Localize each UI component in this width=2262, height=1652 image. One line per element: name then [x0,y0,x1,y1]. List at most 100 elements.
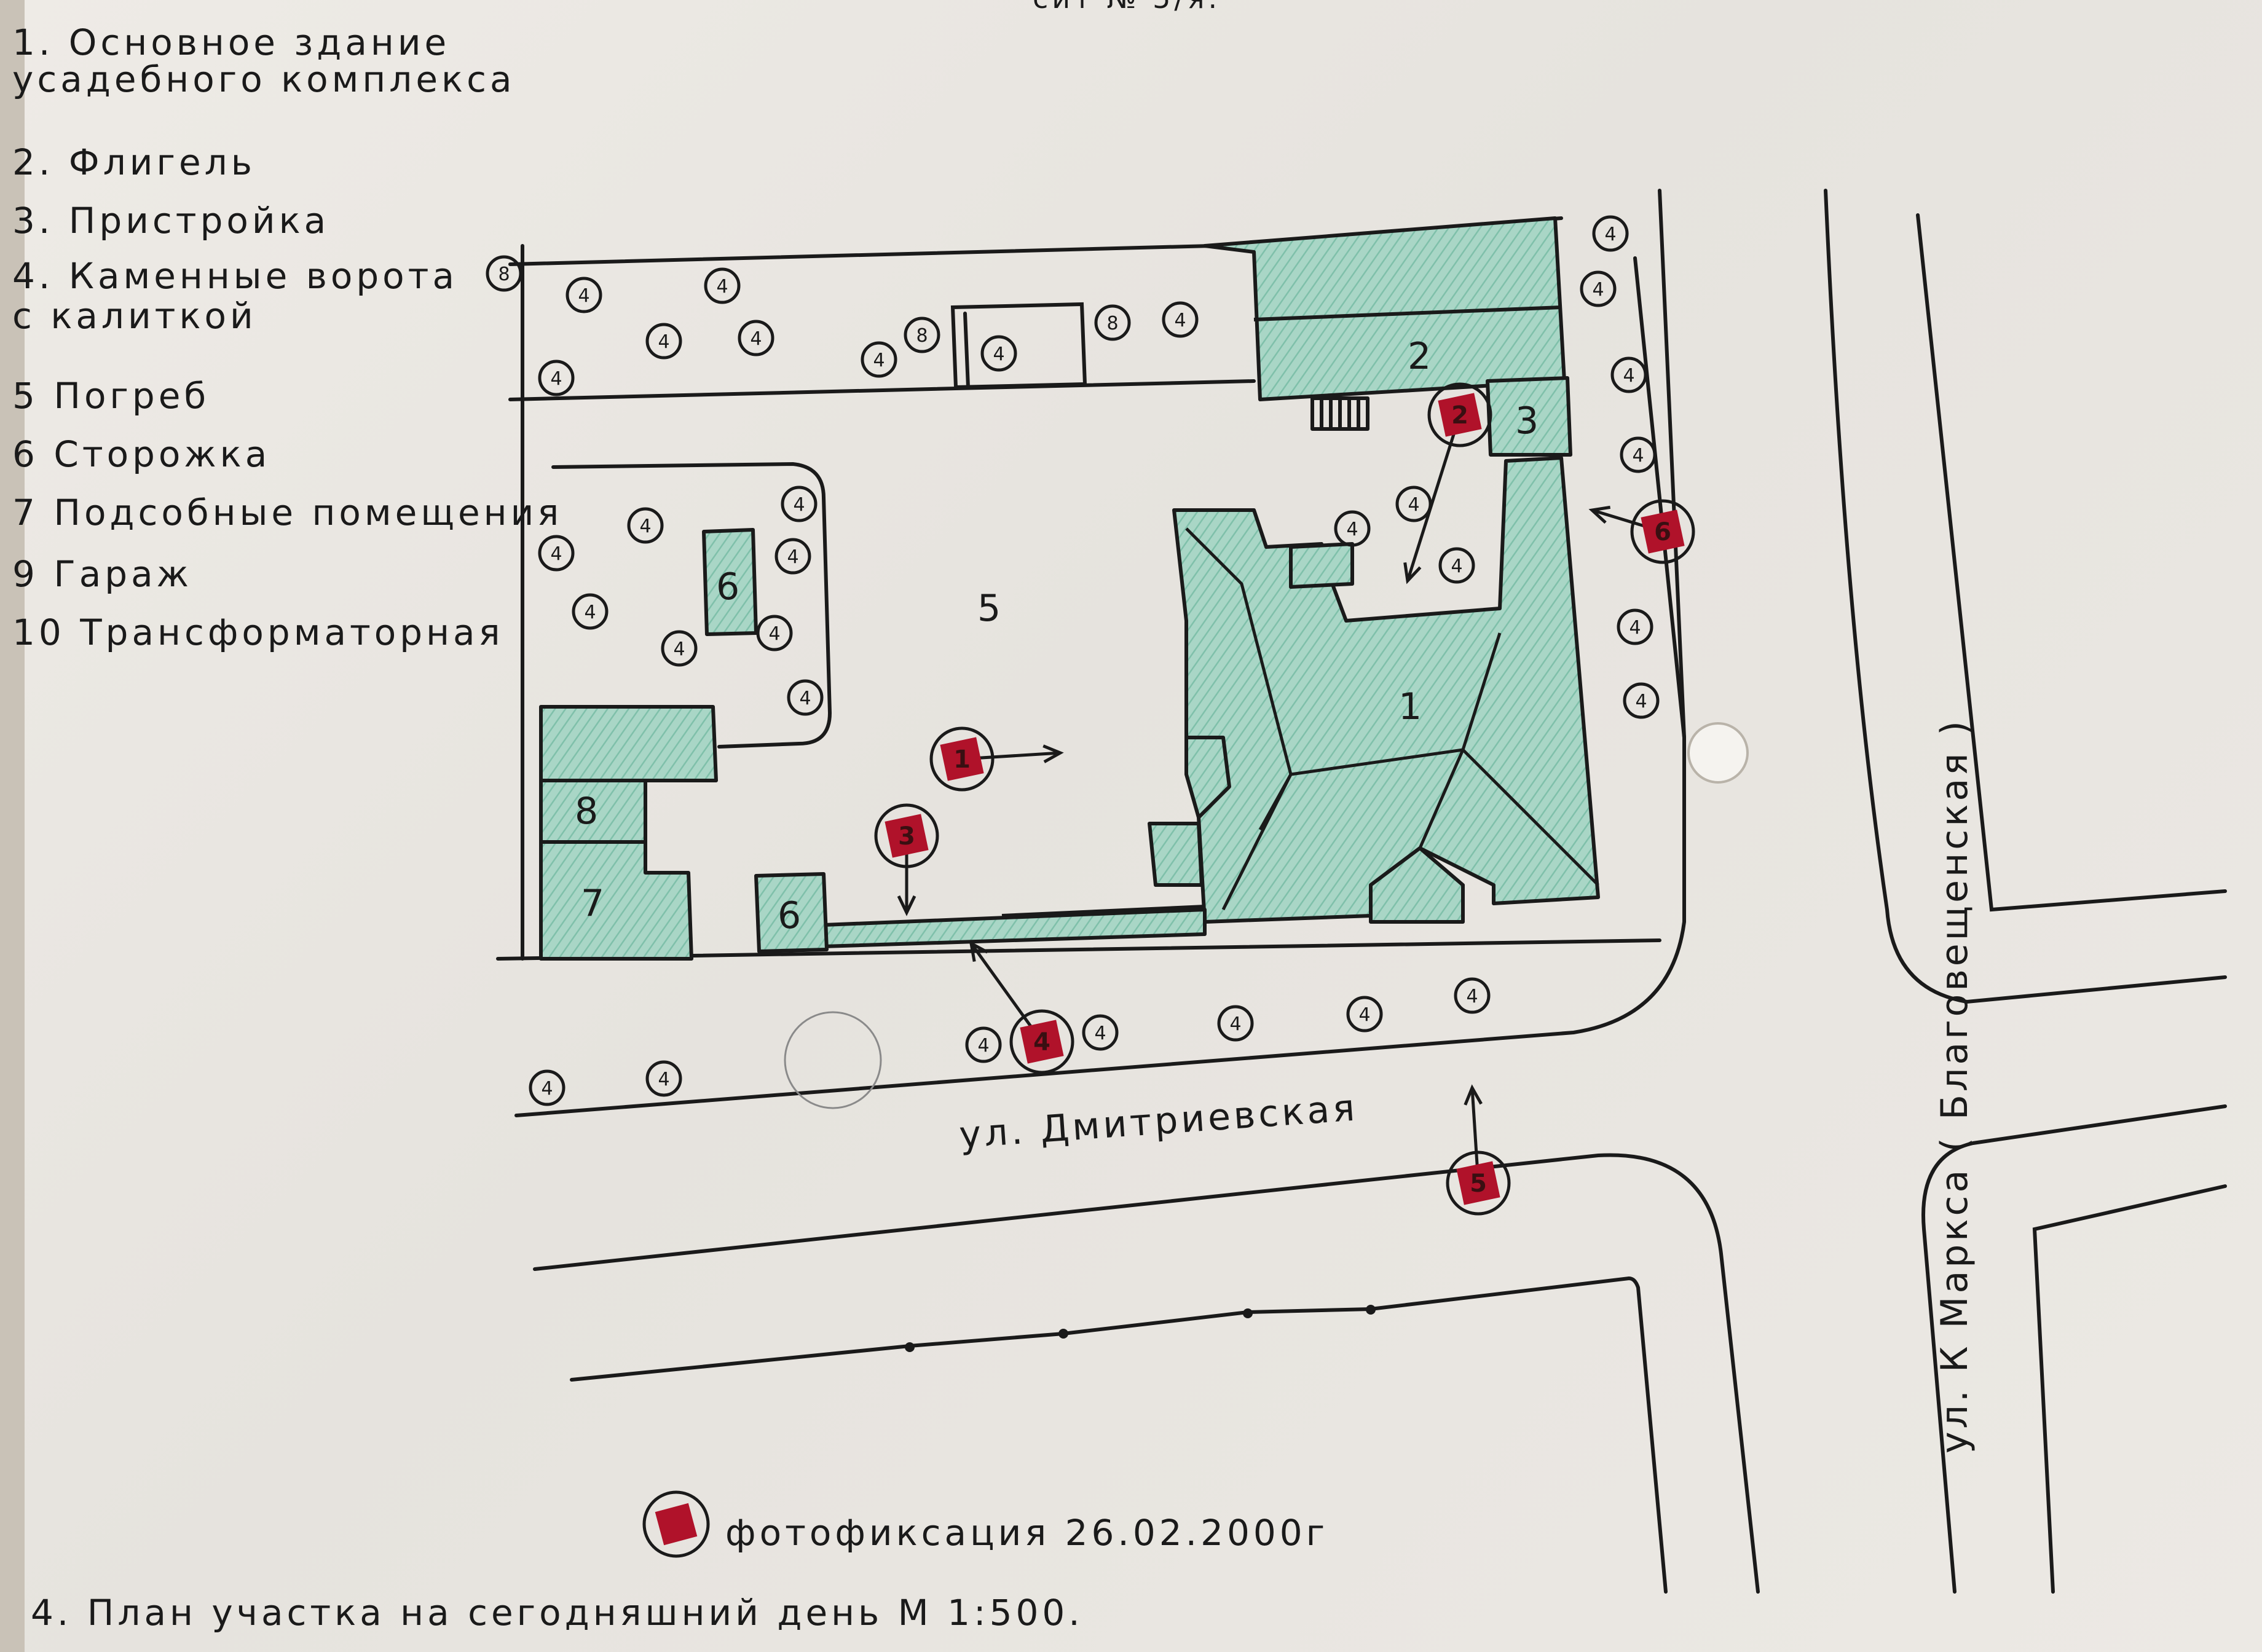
dmitrievskaya-south-curb [533,1153,1760,1594]
legend-item-9: 9 Гараж [12,553,192,595]
label-aux-a: 8 [575,790,598,833]
header-fragment: сит № 5/я. [1033,0,1221,15]
tree-marker-label: 4 [750,328,762,350]
tree-marker-label: 8 [1106,313,1118,334]
tree-marker: 4 [1620,436,1657,473]
tree-marker: 4 [980,335,1017,372]
tree-marker: 4 [774,538,811,575]
legend-item-2: 2. Флигель [12,141,256,183]
photo-point-label: 2 [1451,401,1468,430]
tree-marker-label: 4 [550,543,562,565]
legend-item-4: 4. Каменные ворота [12,255,458,297]
tree-marker-label: 4 [541,1078,553,1099]
marx-east-curb-north [1824,189,2227,1004]
tree-marker: 4 [704,267,741,304]
tree-marker: 4 [1346,996,1383,1032]
tree-marker: 4 [787,679,824,716]
tree-marker-label: 4 [584,602,596,623]
tree-marker-label: 4 [1635,691,1647,712]
building-lodge-garden [702,528,758,636]
legend-item-3: 3. Пристройка [12,200,330,242]
tree-marker-label: 8 [498,264,510,285]
marx-east-block-north [1916,213,2227,912]
label-wing: 2 [1408,335,1431,378]
tree-marker: 4 [756,615,793,651]
label-aux-b: 7 [581,882,604,925]
photo-point-label: 5 [1470,1170,1487,1198]
tree-marker: 4 [1334,510,1371,547]
tree-marker-label: 4 [799,688,811,709]
label-cellar: 5 [977,587,1001,630]
photo-point: 4 [969,940,1074,1074]
tree-marker-label: 4 [1094,1023,1106,1044]
tree-marker: 4 [1082,1014,1119,1051]
tree-marker-label: 4 [793,494,805,516]
tree-marker: 4 [861,341,897,378]
street-lines [514,189,2227,1594]
tree-marker: 4 [572,593,609,630]
legend-item-4b: с калиткой [12,295,257,337]
east-boundary [1633,256,1686,739]
legend-item-5: 5 Погреб [12,375,210,417]
tree-marker-label: 4 [550,368,562,390]
tree-marker: 4 [645,323,682,360]
building-lodge-south [754,872,829,953]
tree-marker-label: 4 [1592,279,1604,301]
tree-marker-label: 4 [658,331,669,353]
tree-marker-label: 4 [1346,519,1358,540]
tree-marker: 4 [1592,215,1629,252]
tree-marker-label: 4 [716,276,728,297]
tree-marker-label: 4 [1174,310,1186,331]
tree-marker-label: 8 [916,325,928,347]
building-main [1172,456,1600,924]
marx-east-block-south [2032,1184,2227,1594]
tree-marker-label: 4 [787,546,798,568]
tree-marker-label: 4 [673,639,685,660]
marx-east-curb-south [1921,1104,2227,1594]
tree-marker-label: 4 [977,1035,989,1056]
tree-marker: 4 [661,630,698,667]
building-wing [1203,216,1566,401]
building-annex [1486,376,1572,457]
pencil-circle [784,1011,882,1109]
tree-marker: 4 [965,1026,1002,1063]
legend-item-6: 6 Сторожка [12,433,271,475]
tree-marker-label: 4 [1629,617,1641,639]
street-label-marx: ул. К Маркса ( Благовещенская ) [1933,718,1976,1453]
legend-item-7: 7 Подсобные помещения [12,492,563,533]
label-lodge-south: 6 [778,894,801,937]
dmitrievskaya-north-curb [514,736,1686,1117]
garden-outline [551,462,832,749]
photo-point-label: 4 [1033,1028,1050,1056]
tree-marker: 8 [486,255,522,292]
photo-point: 1 [929,726,1064,792]
tree-marker-label: 4 [1451,556,1462,577]
tree-marker: 4 [1610,356,1647,393]
legend-photo-marker [642,1490,710,1558]
tree-marker-label: 4 [768,623,780,645]
label-lodge-garden: 6 [716,565,739,608]
lower-fence-line [570,1276,1668,1594]
photo-legend-caption: фотофиксация 26.02.2000г [725,1512,1329,1554]
tree-marker: 4 [781,486,818,522]
tree-marker: 4 [1162,301,1199,338]
tree-marker: 4 [627,507,664,544]
building-labels: 1 2 3 5 6 6 8 7 [575,335,1539,937]
north-inner-boundary [508,379,1256,401]
tree-marker: 4 [529,1069,566,1106]
legend-item-1: 1. Основное здание [12,22,451,63]
tree-marker-label: 4 [1358,1004,1370,1026]
photo-point: 3 [874,803,939,916]
tree-marker: 4 [566,277,602,313]
building-aux-west [539,705,718,961]
stairs [1310,396,1369,431]
tree-marker: 4 [1454,977,1491,1014]
tree-marker: 4 [1623,682,1660,719]
tree-marker: 8 [1094,304,1131,341]
tree-marker-label: 4 [993,344,1004,365]
buildings [539,216,1600,961]
tree-marker-label: 4 [1229,1013,1241,1035]
